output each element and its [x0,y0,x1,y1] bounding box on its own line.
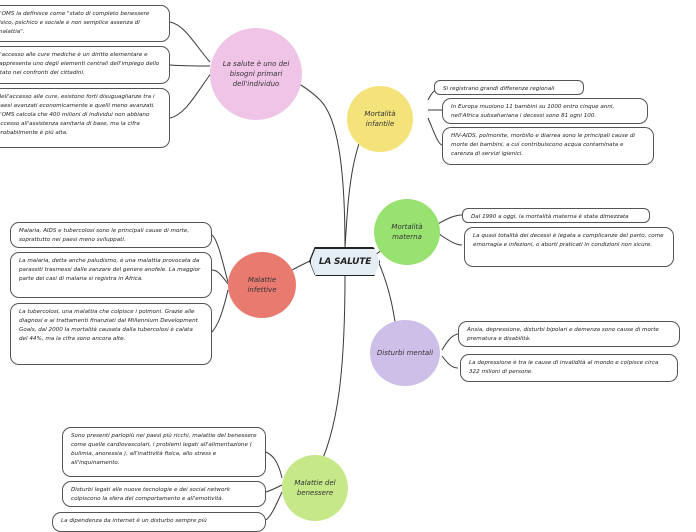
link-ind-1 [169,21,211,63]
note-infantile-2: In Europa muoiono 11 bambini su 1000 ent… [442,98,648,124]
note-individuo-1: L'OMS la definisce come "stato di comple… [0,5,170,42]
note-infettive-2: La malaria, detta anche paludismo, è una… [10,252,212,298]
topic-mortalita-infantile[interactable]: Mortalità infantile [347,86,413,152]
note-mentali-2: La depressione è tra le cause di invalid… [460,354,678,382]
topic-individuo[interactable]: La salute è uno dei bisogni primari dell… [210,28,302,120]
link-benessere [314,273,346,476]
note-benessere-1: Sono presenti parlopiù nei paesi più ric… [62,427,266,477]
note-mentali-1: Ansia, depressione, disturbi bipolari e … [458,321,680,347]
central-topic[interactable]: LA SALUTE [310,248,380,276]
topic-malattie-infettive[interactable]: Malattie infettive [228,252,296,318]
connector-lines [169,21,463,520]
mind-map: LA SALUTE La salute è uno dei bisogni pr… [0,5,680,532]
topic-mortalita-materna[interactable]: Mortalità materna [374,199,440,265]
topic-mortalita-infantile-label: Mortalità infantile [364,110,396,128]
note-individuo-3: Nell'accesso alle cure, esistono forti d… [0,88,170,148]
note-materna-1: Dal 1990 a oggi, la mortalità materna è … [462,208,650,223]
note-materna-2: La quasi totalità dei decessi è legata a… [464,227,674,267]
topic-malattie-benessere-label: Malattie del benessere [294,479,336,497]
note-benessere-2: Disturbi legati alle nuove tecnologie e … [62,481,266,507]
topic-disturbi-mentali[interactable]: Disturbi mentali [370,320,440,386]
topic-malattie-infettive-label: Malattie infettive [247,276,277,294]
note-individuo-2: L'accesso alle cure mediche è un diritto… [0,46,170,84]
topic-individuo-label: La salute è uno dei bisogni primari dell… [222,60,290,88]
topic-malattie-benessere[interactable]: Malattie del benessere [282,455,348,521]
note-infantile-1: Si registrano grandi differenze regional… [434,80,584,95]
note-benessere-3: La dipendenza da internet è un disturbo … [52,512,266,532]
topic-mortalita-materna-label: Mortalità materna [391,223,423,241]
note-infettive-1: Malaria, AIDS e tubercolosi sono le prin… [10,222,212,248]
note-infettive-3: La tubercolosi, una malattia che colpisc… [10,303,212,365]
topic-disturbi-mentali-label: Disturbi mentali [376,349,434,357]
note-infantile-3: HIV-AIDS, polmonite, morbillo e diarrea … [442,127,654,165]
